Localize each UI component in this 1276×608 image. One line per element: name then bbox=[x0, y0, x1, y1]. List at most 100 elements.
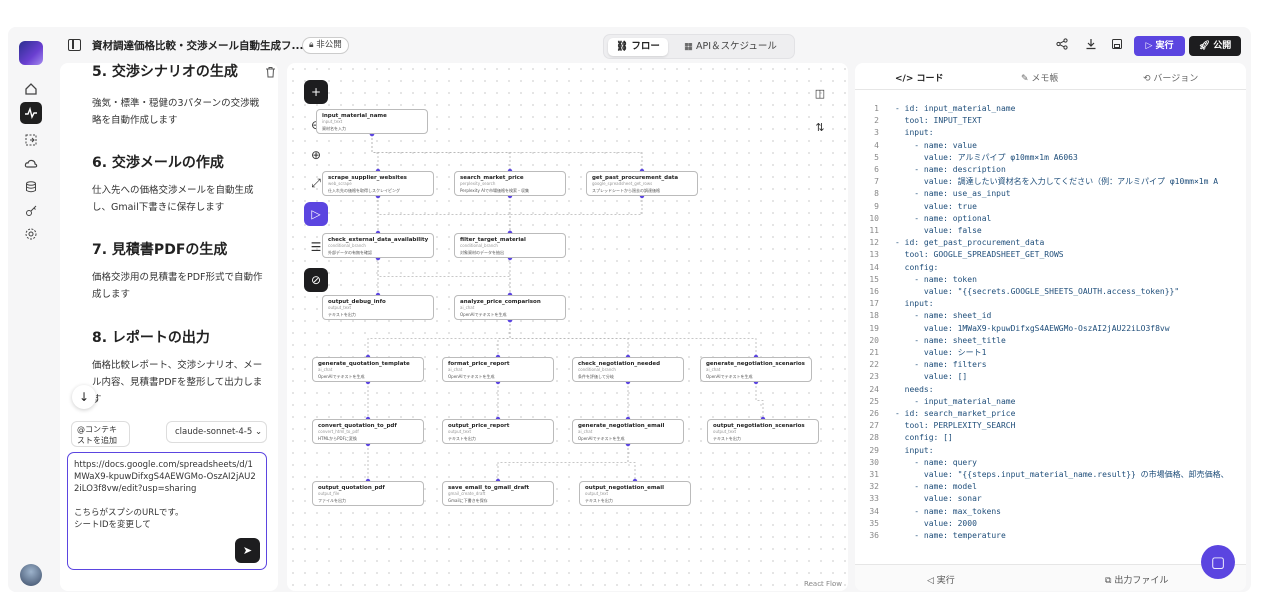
mode-tabs: ⛓︎ フロー ▦ API＆スケジュール bbox=[603, 34, 795, 59]
share-icon[interactable] bbox=[1056, 38, 1068, 53]
line-number: 5 bbox=[874, 152, 879, 162]
add-context-button[interactable]: @コンテキストを追加 bbox=[71, 421, 130, 447]
run-icon: ◁ bbox=[927, 576, 934, 586]
flow-canvas[interactable]: + ⊖ ⊕ ⤢ ▷ ☰ ⊘ ◫ ⇅ input_material_nameinp… bbox=[287, 63, 848, 591]
flow-node-description: 資材名を入力 bbox=[322, 126, 346, 131]
section-text-8: 価格比較レポート、交渉シナリオ、メール内容、見積書PDFを整形して出力します bbox=[92, 360, 263, 405]
footer-run-button[interactable]: ◁ 実行 bbox=[927, 573, 955, 586]
line-number: 4 bbox=[874, 140, 879, 150]
line-number: 3 bbox=[874, 128, 879, 138]
flow-node-description: OpenAIでテキストを生成 bbox=[460, 312, 507, 317]
tab-flow[interactable]: ⛓︎ フロー bbox=[608, 38, 668, 56]
database-icon[interactable] bbox=[22, 178, 40, 196]
flow-node-description: OpenAIでテキストを生成 bbox=[318, 374, 365, 379]
tab-code[interactable]: </> コード bbox=[895, 71, 944, 84]
line-number: 25 bbox=[869, 396, 879, 406]
flow-edge bbox=[627, 444, 636, 481]
code-line: - name: sheet_title bbox=[895, 335, 1006, 345]
send-button[interactable]: ➤ bbox=[235, 538, 260, 563]
tab-flow-label: フロー bbox=[631, 41, 660, 52]
tab-versions[interactable]: ⟲ バージョン bbox=[1143, 71, 1198, 84]
sort-icon[interactable]: ⇅ bbox=[815, 120, 825, 134]
import-icon[interactable] bbox=[22, 131, 40, 149]
avatar[interactable] bbox=[20, 564, 42, 586]
flow-node-title: convert_quotation_to_pdf bbox=[318, 423, 397, 429]
react-flow-attribution[interactable]: React Flow bbox=[804, 580, 842, 588]
flow-node-description: Perplexity AIで市場価格を検索・収集 bbox=[460, 188, 530, 193]
tab-notes[interactable]: ✎ メモ帳 bbox=[1021, 71, 1058, 84]
app-logo[interactable] bbox=[19, 41, 43, 65]
code-panel-footer: ◁ 実行 ⧉ 出力ファイル bbox=[855, 564, 1246, 591]
flow-node-subtitle: ai_chat bbox=[706, 367, 721, 372]
scroll-down-button[interactable]: ↓ bbox=[72, 385, 96, 409]
line-number: 24 bbox=[869, 384, 879, 394]
model-select[interactable]: claude-sonnet-4-5 ⌄ bbox=[166, 421, 267, 443]
save-icon[interactable] bbox=[1111, 38, 1123, 53]
flow-edge bbox=[377, 258, 511, 295]
code-line: - id: search_market_price bbox=[895, 409, 1016, 418]
add-node-icon[interactable]: + bbox=[304, 80, 328, 104]
flow-node-subtitle: output_text bbox=[585, 491, 609, 496]
activity-icon[interactable] bbox=[20, 102, 42, 124]
line-number: 13 bbox=[869, 250, 879, 260]
visibility-badge[interactable]: 🔒︎ 非公開 bbox=[302, 37, 349, 54]
line-number: 9 bbox=[874, 201, 879, 211]
trash-icon[interactable] bbox=[265, 66, 276, 81]
flow-node-description: 仕入れ先の価格を取得しスクレイピング bbox=[328, 188, 400, 193]
code-line: value: "{{secrets.GOOGLE_SHEETS_OAUTH.ac… bbox=[895, 287, 1180, 296]
flow-node-subtitle: conditional_branch bbox=[578, 367, 616, 372]
fit-view-icon[interactable]: ⤢ bbox=[311, 175, 321, 190]
section-text-5: 強気・標準・穏健の3パターンの交渉戦略を自動作成します bbox=[92, 98, 260, 126]
home-icon[interactable] bbox=[22, 80, 40, 98]
line-number: 26 bbox=[869, 409, 879, 418]
flow-node-description: テキストを出力 bbox=[448, 436, 476, 441]
flow-edge bbox=[371, 134, 643, 171]
chat-panel: 5. 交渉シナリオの生成 強気・標準・穏健の3パターンの交渉戦略を自動作成します… bbox=[60, 63, 278, 591]
publish-button[interactable]: 🚀︎ 公開 bbox=[1189, 36, 1241, 56]
key-icon[interactable] bbox=[22, 202, 40, 220]
output-files-button[interactable]: ⧉ 出力ファイル bbox=[1105, 573, 1168, 586]
cloud-icon[interactable] bbox=[22, 155, 40, 173]
line-number: 23 bbox=[869, 372, 879, 382]
hide-image-icon[interactable]: ⊘ bbox=[304, 268, 328, 292]
arrow-down-icon: ↓ bbox=[78, 390, 90, 404]
run-button[interactable]: ▷ 実行 bbox=[1134, 36, 1185, 56]
download-icon[interactable] bbox=[1085, 38, 1097, 53]
line-number: 22 bbox=[869, 360, 879, 370]
panel-toggle-icon[interactable]: ◫ bbox=[814, 86, 826, 100]
settings-icon[interactable] bbox=[22, 225, 40, 243]
code-line: - name: description bbox=[895, 165, 1006, 174]
flow-edge bbox=[497, 444, 629, 481]
zoom-in-icon[interactable]: ⊕ bbox=[310, 148, 322, 162]
flow-node-subtitle: output_text bbox=[448, 429, 472, 434]
play-icon[interactable]: ▷ bbox=[304, 202, 328, 226]
flow-node-description: OpenAIでテキストを生成 bbox=[448, 374, 495, 379]
line-number: 31 bbox=[869, 470, 879, 479]
section-heading-8: 8. レポートの出力 bbox=[92, 330, 210, 346]
sidebar-toggle-icon[interactable] bbox=[68, 39, 81, 51]
layout-icon[interactable]: ☰ bbox=[310, 240, 322, 254]
flow-node-title: generate_quotation_template bbox=[318, 361, 410, 367]
chat-input[interactable]: https://docs.google.com/spreadsheets/d/1… bbox=[67, 452, 267, 570]
tab-api-schedule[interactable]: ▦ API＆スケジュール bbox=[676, 38, 785, 56]
help-chat-button[interactable]: ▢ bbox=[1201, 545, 1235, 579]
